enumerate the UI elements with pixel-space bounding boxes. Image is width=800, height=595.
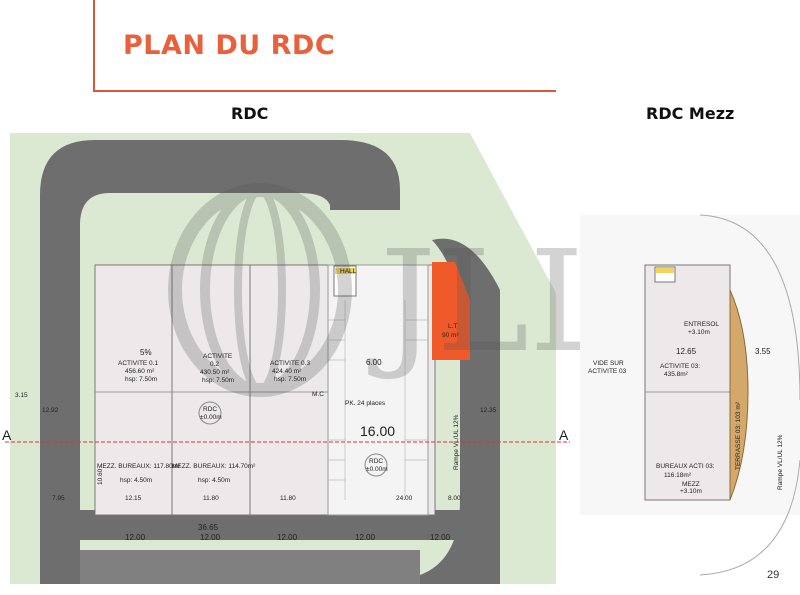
dim-12-65: 12.65 (676, 347, 697, 356)
label-slope: 5% (140, 348, 152, 357)
label-terrasse: TERRASSE 03: 103 m² (735, 401, 742, 470)
svg-text:JLL: JLL (368, 221, 622, 384)
ramp-outline-2 (699, 459, 800, 576)
label-activite3-hsp: hsp: 7.50m (274, 376, 306, 383)
label-entresol: ENTRESOL (684, 321, 719, 328)
label-mezz2: MEZZ. BUREAUX: 114.70m² (172, 463, 256, 470)
label-activite3: ACTIVITE 0.3 (270, 360, 310, 367)
header-frame (93, 0, 556, 92)
label-mezz1: MEZZ. BUREAUX: 117.80m² (97, 463, 181, 470)
jll-watermark: JLL (168, 183, 622, 397)
dim-16-00: 16.00 (360, 423, 395, 439)
dim-36-65: 36.65 (198, 523, 219, 532)
label-local-area: 90 m² (442, 332, 459, 339)
access-road-east (420, 238, 500, 585)
mezz-hall-tag (656, 268, 674, 273)
label-activite2: ACTIVITE (203, 353, 233, 360)
dim-3-55: 3.55 (755, 347, 771, 356)
label-rdc-2: RDC (369, 458, 383, 465)
ramp-outline (699, 214, 800, 401)
label-local: L.T (448, 323, 457, 330)
dim-8-00: 8.00 (448, 495, 461, 502)
page-title: PLAN DU RDC (123, 30, 336, 61)
label-vide-2: ACTIVITE 03 (588, 368, 627, 375)
dim-12-92: 12.92 (42, 407, 59, 414)
label-activite2-area: 430.50 m² (200, 369, 230, 376)
label-activite2-num: 0.2 (210, 361, 219, 368)
label-mc: M.C (312, 391, 324, 398)
access-road-south2 (80, 550, 420, 584)
label-ramp-right: Rampe VL/UL 12% (777, 434, 784, 490)
dim-12-00-2: 12.00 (200, 533, 221, 542)
dim-12-00-4: 12.00 (355, 533, 376, 542)
label-activite1: ACTIVITE 0.1 (118, 360, 158, 367)
dim-24-00: 24.00 (396, 495, 413, 502)
dim-3-15: 3.15 (15, 392, 28, 399)
access-road (40, 140, 400, 584)
label-mezz: MEZZ (682, 481, 700, 488)
dim-12-15: 12.15 (125, 495, 142, 502)
dim-11-80-1: 11.80 (203, 495, 219, 502)
dim-12-00-5: 12.00 (430, 533, 451, 542)
section-marker-left: A (2, 427, 12, 443)
label-mezz-level: +3.10m (680, 488, 702, 495)
label-act03: ACTIVITE 03: (660, 363, 700, 370)
dim-12-00-3: 12.00 (277, 533, 298, 542)
label-vide: VIDE SUR (593, 360, 624, 367)
label-rdc-level-2: ±0.00m (366, 466, 388, 473)
dim-12-00-1: 12.00 (125, 533, 146, 542)
parking-stalls (328, 300, 428, 500)
label-hall: HALL (340, 268, 357, 275)
label-activite2-hsp: hsp: 7.50m (202, 377, 234, 384)
label-rdc-level-1: ±0.00m (200, 414, 222, 421)
label-activite3-area: 424.40 m² (272, 368, 302, 375)
label-activite1-area: 456.60 m² (125, 368, 155, 375)
rdc-marker-1 (198, 401, 222, 425)
mezz-building (644, 264, 731, 501)
caption-rdc: RDC (231, 104, 269, 123)
dim-6-00: 6.00 (366, 358, 382, 367)
dim-7-95: 7.95 (52, 495, 65, 502)
label-activite1-hsp: hsp: 7.50m (125, 376, 157, 383)
label-bureaux: BUREAUX ACTI 03: (656, 463, 715, 470)
label-act03-area: 435.8m² (664, 371, 689, 378)
local-technique-zone (432, 262, 470, 360)
terrasse-deck (729, 289, 749, 501)
label-mezz-hsp-2: hsp: 4.50m (198, 477, 230, 484)
label-mezz-hsp-1: hsp: 4.50m (120, 477, 152, 484)
dim-11-80-2: 11.80 (280, 495, 296, 502)
label-bureaux-area: 116.18m² (664, 472, 692, 479)
dim-10-60: 10.60 (97, 468, 104, 485)
label-rdc-1: RDC (203, 406, 217, 413)
caption-rdc-mezz: RDC Mezz (646, 104, 735, 123)
label-ramp: Rampe VL/UL 12% (453, 414, 460, 470)
section-marker-right: A (559, 427, 569, 443)
label-entresol-level: +3.10m (688, 329, 710, 336)
label-parking: PK. 24 places (345, 400, 386, 407)
dim-12-35: 12.35 (480, 407, 497, 414)
hall-tag (335, 268, 355, 274)
page-number: 29 (767, 569, 780, 581)
rdc-marker-2 (364, 453, 388, 477)
